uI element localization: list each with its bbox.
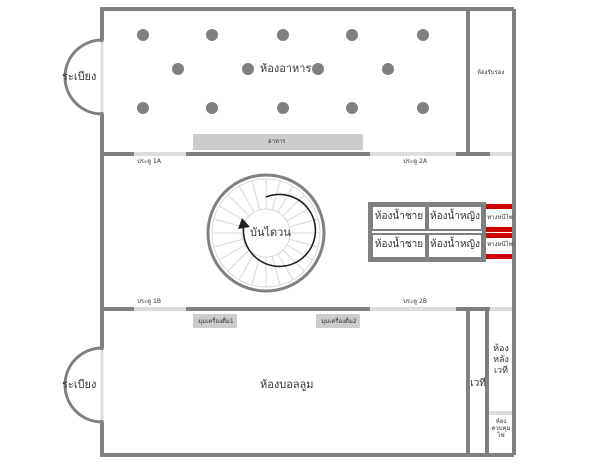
food-counter-shape xyxy=(193,134,363,150)
balcony-top-shape xyxy=(63,38,104,116)
reception-room-label: ห้องรับรอง xyxy=(477,69,505,76)
balcony-top-label: ระเบียง xyxy=(62,70,97,83)
fire-exit-markers xyxy=(486,204,512,259)
food-counter-label: อาหาร xyxy=(268,138,286,145)
dining-walls xyxy=(102,9,490,156)
gate-1b-label: ประตู 1B xyxy=(137,298,161,305)
drink-corner-1-label: มุมเครื่องดื่ม1 xyxy=(198,318,234,325)
fire-exit-1-label: ทางหนีไฟ xyxy=(487,214,513,221)
drink-corner-1-shape xyxy=(193,314,237,328)
restroom-men-1-label: ห้องน้ำชาย xyxy=(374,211,424,222)
restroom-block xyxy=(368,202,486,262)
restroom-men-2-label: ห้องน้ำชาย xyxy=(374,239,424,250)
ballroom-label: ห้องบอลลูม xyxy=(260,378,314,391)
drink-corner-2-shape xyxy=(316,314,360,328)
balcony-bottom-label: ระเบียง xyxy=(62,378,97,391)
restroom-women-2-label: ห้องน้ำหญิง xyxy=(430,239,480,250)
gate-2a-label: ประตู 2A xyxy=(403,158,427,165)
spiral-stair-shape xyxy=(206,173,326,293)
pillars xyxy=(137,29,429,114)
gate-1a-label: ประตู 1A xyxy=(137,158,161,165)
stage-label: เวที xyxy=(470,378,486,389)
backstage-label: ห้องหลังเวที xyxy=(493,344,509,376)
gate-2b-label: ประตู 2B xyxy=(403,298,427,305)
fire-exit-2-label: ทางหนีไฟ xyxy=(487,241,513,248)
spiral-stair-label: บันไดวน xyxy=(250,226,291,239)
drink-corner-2-label: มุมเครื่องดื่ม2 xyxy=(321,318,357,325)
restroom-women-1-label: ห้องน้ำหญิง xyxy=(430,211,480,222)
stage-walls xyxy=(466,309,489,455)
dining-room-label: ห้องอาหาร xyxy=(260,62,312,75)
lighting-control-label: ห้องควบคุมไฟ xyxy=(491,418,511,440)
balcony-bottom-shape xyxy=(63,346,104,424)
